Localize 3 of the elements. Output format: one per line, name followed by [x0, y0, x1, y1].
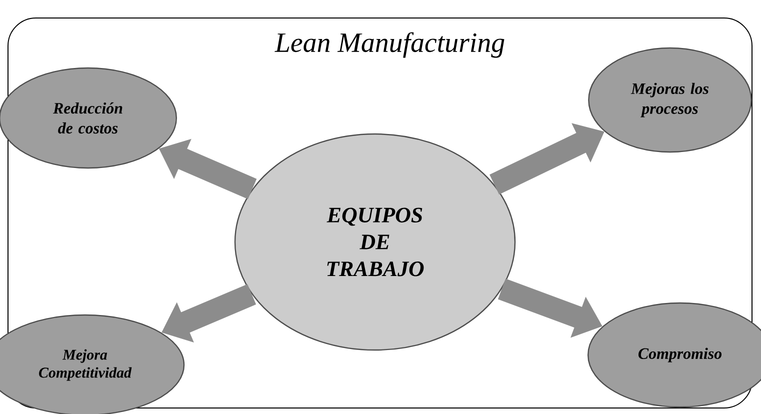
ellipse-node: Mejoras los procesos [588, 47, 752, 153]
ellipse-node: EQUIPOS DE TRABAJO [234, 133, 516, 351]
ellipse-node: Compromiso [587, 302, 761, 408]
